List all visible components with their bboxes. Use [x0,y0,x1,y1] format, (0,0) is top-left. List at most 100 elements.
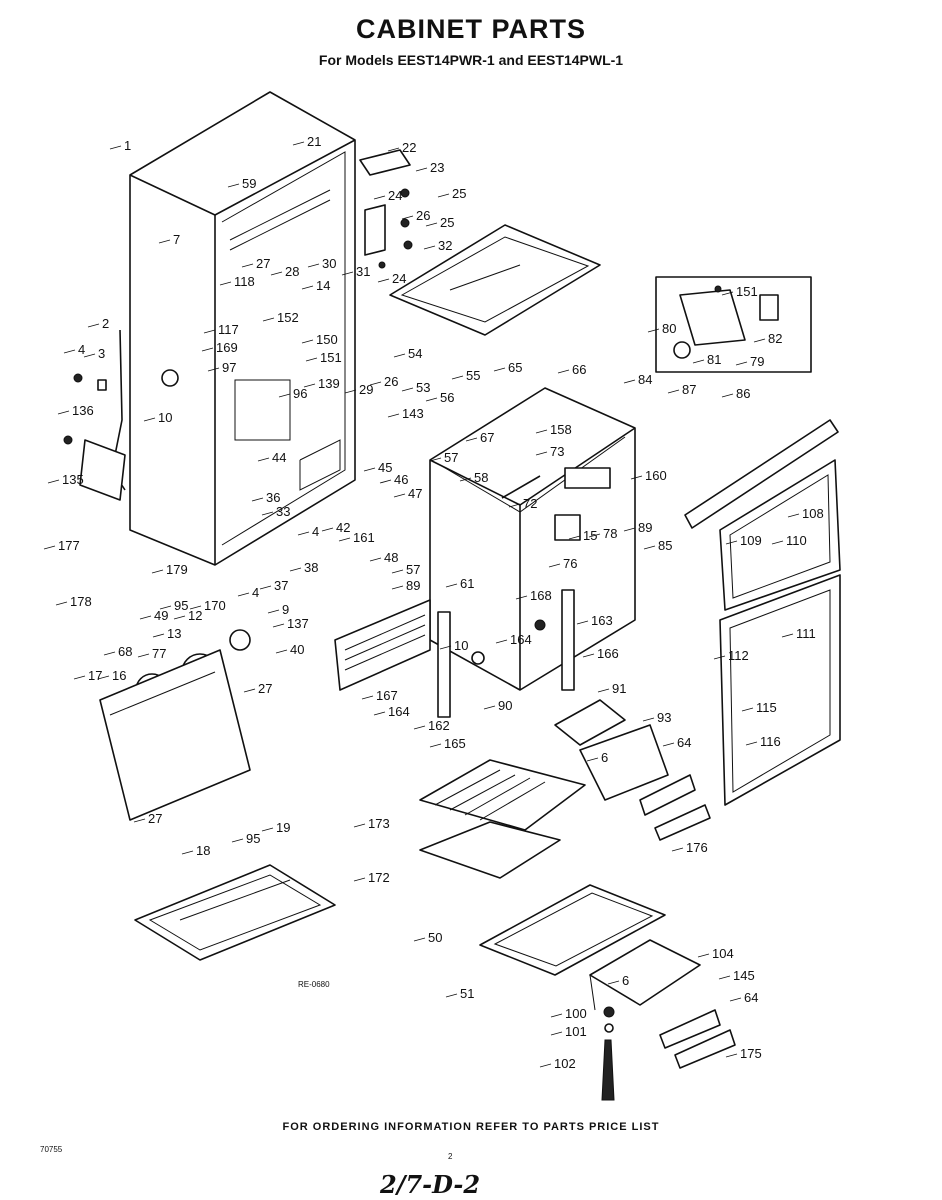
part-label-57: 57 [406,562,420,577]
leader-line [437,193,450,198]
part-label-136: 136 [72,403,94,418]
part-label-25: 25 [452,186,466,201]
shelf-supports [437,589,575,718]
leader-line [181,850,194,855]
part-label-27: 27 [258,681,272,696]
leader-line [109,145,122,150]
part-label-10: 10 [454,638,468,653]
leader-line [227,183,240,188]
part-label-46: 46 [394,472,408,487]
part-label-64: 64 [677,735,691,750]
leader-line [55,601,68,606]
leader-line [647,328,660,333]
part-label-10: 10 [158,410,172,425]
leader-line [623,527,636,532]
leader-line [582,653,595,658]
leader-line [586,757,599,762]
leader-line [341,271,354,276]
part-label-176: 176 [686,840,708,855]
leader-line [262,317,275,322]
leader-line [173,615,186,620]
part-label-26: 26 [384,374,398,389]
leader-line [576,620,589,625]
ordering-note: FOR ORDERING INFORMATION REFER TO PARTS … [282,1121,660,1133]
leader-line [261,511,274,516]
part-label-178: 178 [70,594,92,609]
leader-line [361,695,374,700]
part-label-6: 6 [601,750,608,765]
handwritten-reference: 2/7-D-2 [380,1170,481,1199]
leader-line [243,688,256,693]
leader-line [139,615,152,620]
leader-line [445,583,458,588]
leader-line [630,475,643,480]
part-label-29: 29 [359,382,373,397]
hinge-parts [359,149,413,269]
leader-line [393,353,406,358]
part-label-59: 59 [242,176,256,191]
part-label-54: 54 [408,346,422,361]
part-label-175: 175 [740,1046,762,1061]
part-label-30: 30 [322,256,336,271]
part-label-28: 28 [285,264,299,279]
part-label-38: 38 [304,560,318,575]
part-label-66: 66 [572,362,586,377]
leader-line [305,357,318,362]
leader-line [607,980,620,985]
part-label-115: 115 [756,700,777,715]
part-label-12: 12 [188,608,202,623]
part-label-61: 61 [460,576,474,591]
part-label-139: 139 [318,376,340,391]
part-label-42: 42 [336,520,350,535]
part-label-7: 7 [173,232,180,247]
part-label-168: 168 [530,588,552,603]
part-label-27: 27 [256,256,270,271]
leader-line [741,707,754,712]
leader-line [729,997,742,1002]
leader-line [344,389,357,394]
crisper-cover-50 [479,884,736,1069]
leader-line [103,651,116,656]
leader-line [391,569,404,574]
fresh-food-liner-66 [429,387,636,691]
leader-line [557,369,570,374]
leader-line [713,655,726,660]
leader-line [539,1063,552,1068]
part-label-93: 93 [657,710,671,725]
part-label-108: 108 [802,506,824,521]
part-label-76: 76 [563,556,577,571]
leader-line [459,477,472,482]
leader-line [83,353,96,358]
part-label-169: 169 [216,340,238,355]
leader-line [353,823,366,828]
leader-line [379,479,392,484]
leader-line [297,531,310,536]
leader-line [413,937,426,942]
control-inset [655,276,812,373]
part-label-40: 40 [290,642,304,657]
leader-line [158,239,171,244]
door-frames [684,419,841,806]
part-label-44: 44 [272,450,286,465]
leader-line [257,457,270,462]
leader-line [207,367,220,372]
part-label-72: 72 [523,496,537,511]
leader-line [429,457,442,462]
crisper-parts [554,699,711,841]
part-label-4: 4 [252,585,259,600]
leader-line [203,329,216,334]
leader-line [301,339,314,344]
part-label-45: 45 [378,460,392,475]
leader-line [201,347,214,352]
part-label-73: 73 [550,444,564,459]
leader-line [508,503,521,508]
part-label-23: 23 [430,160,444,175]
leader-line [787,513,800,518]
part-label-33: 33 [276,504,290,519]
page-title: CABINET PARTS [355,14,586,44]
leader-line [241,263,254,268]
part-label-162: 162 [428,718,450,733]
leader-line [667,389,680,394]
leader-line [369,557,382,562]
